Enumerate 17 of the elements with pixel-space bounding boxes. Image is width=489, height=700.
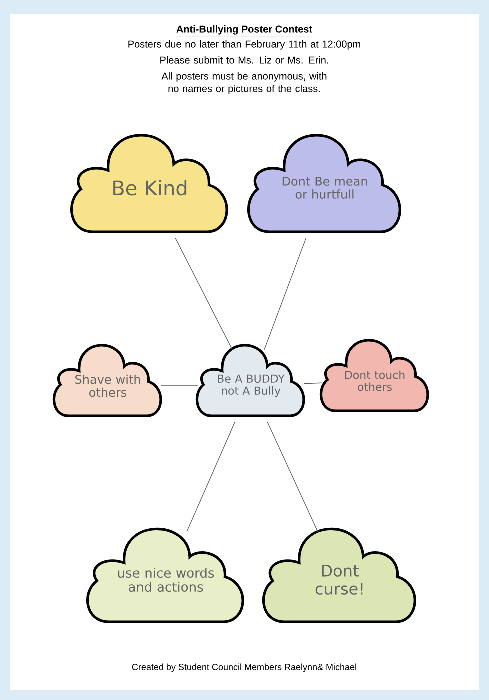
credit-text: Created by Student Council Members Raelynn& Michael <box>132 664 356 672</box>
instruction-text: Please submit to Ms. Liz or Ms. Erin. <box>160 56 328 64</box>
connector-line <box>186 422 236 532</box>
cloud: Dont curse! <box>262 528 416 624</box>
connector-line <box>175 238 233 350</box>
instruction-text: All posters must be anonymous, with no names or pictures of the class. <box>162 72 327 94</box>
cloud: Dont touch others <box>320 339 430 412</box>
cloud: use nice words and actions <box>86 528 244 624</box>
poster-title: Anti-Bullying Poster Contest <box>176 26 313 36</box>
cloud: Dont Be mean or hurtfull <box>247 134 402 234</box>
cloud: Shave with others <box>52 344 162 418</box>
connector-line <box>264 238 307 350</box>
cloud: Be Kind <box>70 134 228 234</box>
cloud: Be A BUDDY not A Bully <box>196 344 306 418</box>
connector-line <box>304 382 322 384</box>
instruction-text: Posters due no later than February 11th at 12:00pm <box>128 40 360 50</box>
connector-line <box>267 422 318 532</box>
